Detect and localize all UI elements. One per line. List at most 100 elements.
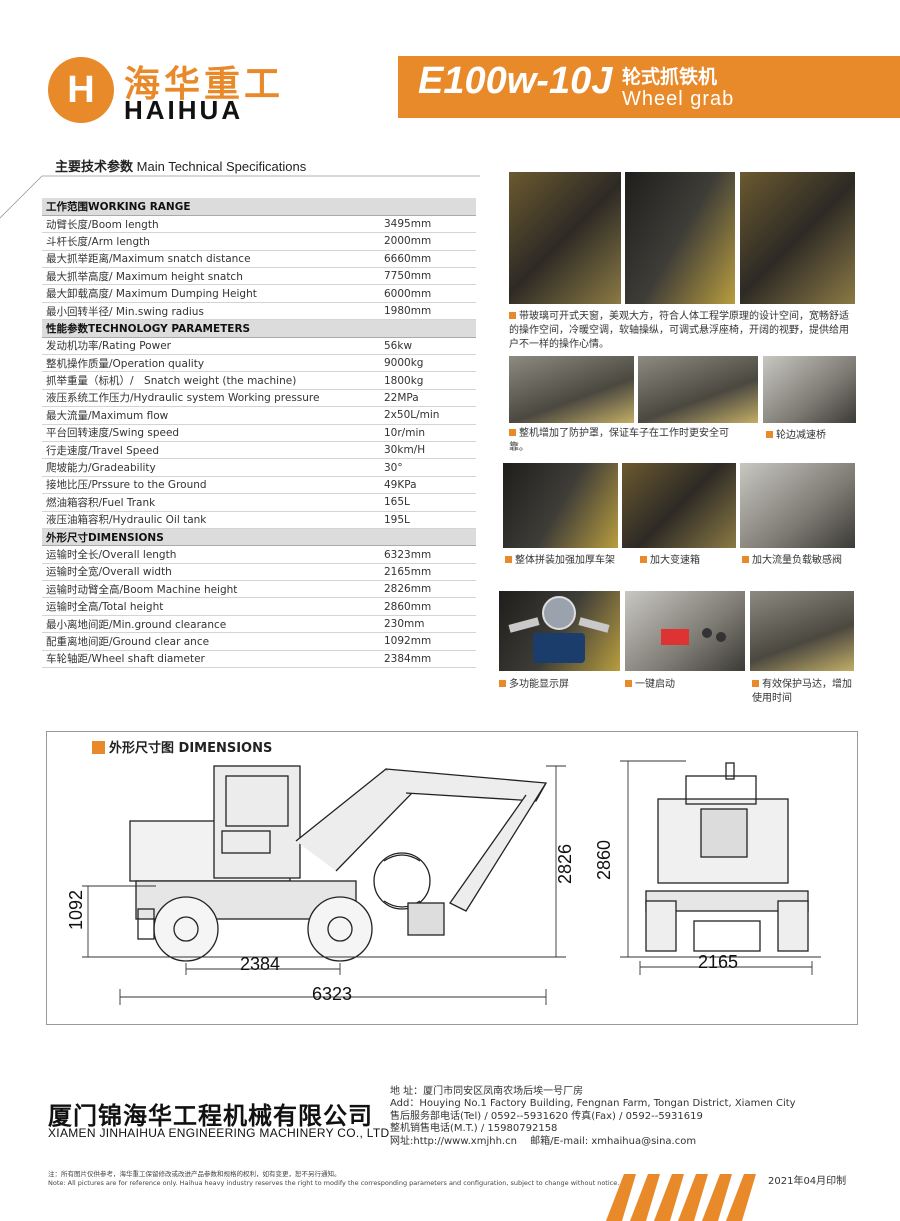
spec-row: 液压系统工作压力/Hydraulic system Working pressu… [42, 389, 476, 408]
spec-label: 动臂长度/Boom length [42, 215, 380, 234]
spec-value: 6660mm [380, 250, 476, 269]
cab-photo-roof [740, 172, 855, 304]
brand-logo: H 海华重工 HAIHUA [48, 55, 308, 125]
logo-letter: H [67, 69, 95, 111]
spec-label: 燃油箱容积/Fuel Trank [42, 493, 380, 512]
front-view-dims [620, 760, 821, 975]
dimension-drawing [82, 760, 821, 1005]
caption-guard: 整机增加了防护罩，保证车子在工作时更安全可靠。 [509, 427, 744, 455]
spec-section-header: 工作范围WORKING RANGE [42, 198, 476, 216]
spec-label: 运输时全长/Overall length [42, 545, 380, 564]
spec-label: 爬坡能力/Gradeability [42, 458, 380, 477]
caption-frame: 整体拼装加强加厚车架 [505, 554, 615, 568]
bullet-icon [766, 431, 773, 438]
caption-start-text: 一键启动 [635, 679, 675, 690]
frame-photo [503, 463, 618, 548]
spec-label: 平台回转速度/Swing speed [42, 424, 380, 442]
website-email: 网址:http://www.xmjhh.cn 邮箱/E-mail: xmhaih… [390, 1135, 697, 1147]
caption-valve-text: 加大流量负载敏感阀 [752, 555, 842, 566]
cab-photo-seat [625, 172, 735, 304]
display-photo [499, 591, 620, 671]
spec-value: 30km/H [380, 441, 476, 460]
spec-label: 斗杆长度/Arm length [42, 232, 380, 251]
gauge-icon [508, 596, 610, 663]
note-cn: 注：所有图片仅供参考，海华重工保留修改或改进产品参数和规格的权利，如有变更，恕不… [48, 1170, 341, 1178]
company-contact: 地 址：厦门市同安区凤南农场后埃一号厂房 Add：Houying No.1 Fa… [390, 1086, 796, 1148]
dim-label-2860: 2860 [594, 839, 614, 880]
spec-value: 56kw [380, 337, 476, 356]
cab-photo-window [509, 172, 621, 304]
guard-photo-2 [638, 356, 758, 423]
spec-value: 22MPa [380, 389, 476, 408]
spec-value: 49KPa [380, 476, 476, 495]
caption-motor-text: 有效保护马达，增加使用时间 [752, 679, 852, 704]
spec-value: 10r/min [380, 424, 476, 442]
motor-photo [750, 591, 854, 671]
model-code: E100w-10J [418, 60, 613, 102]
sales-phone: 整机销售电话(M.T.) / 15980792158 [390, 1123, 558, 1135]
spec-section-title: 工作范围WORKING RANGE [42, 198, 476, 216]
bullet-icon [505, 556, 512, 563]
bullet-icon [742, 556, 749, 563]
model-name-en: Wheel grab [622, 88, 735, 110]
caption-frame-text: 整体拼装加强加厚车架 [515, 555, 615, 566]
spec-label: 运输时全高/Total height [42, 597, 380, 616]
print-date: 2021年04月印制 [768, 1176, 847, 1187]
caption-start: 一键启动 [625, 678, 675, 692]
bullet-icon [92, 741, 105, 754]
spec-title-en: Main Technical Specifications [136, 159, 307, 174]
start-button-icon [661, 628, 726, 645]
spec-value: 9000kg [380, 354, 476, 373]
spec-value: 1980mm [380, 302, 476, 321]
spec-label: 最大抓举高度/ Maximum height snatch [42, 267, 380, 286]
bullet-icon [509, 429, 516, 436]
valve-photo [740, 463, 855, 548]
service-phone: 售后服务部电话(Tel) / 0592--5931620 传真(Fax) / 0… [390, 1110, 703, 1122]
spec-label: 车轮轴距/Wheel shaft diameter [42, 650, 380, 669]
dimensions-box [46, 731, 858, 1025]
spec-value: 2384mm [380, 650, 476, 669]
spec-value: 3495mm [380, 215, 476, 234]
spec-label: 运输时动臂全高/Boom Machine height [42, 580, 380, 599]
spec-value: 2000mm [380, 232, 476, 251]
spec-label: 运输时全宽/Overall width [42, 563, 380, 582]
spec-value: 230mm [380, 615, 476, 634]
spec-label: 行走速度/Travel Speed [42, 441, 380, 460]
bullet-icon [499, 680, 506, 687]
spec-label: 接地比压/Prssure to the Ground [42, 476, 380, 495]
caption-valve: 加大流量负载敏感阀 [742, 554, 842, 568]
brand-name-cn: 海华重工 [124, 64, 285, 105]
dim-label-6323: 6323 [312, 984, 353, 1004]
model-banner [398, 56, 900, 118]
spec-label: 整机操作质量/Operation quality [42, 354, 380, 373]
spec-section-header: 性能参数TECHNOLOGY PARAMETERS [42, 319, 476, 338]
caption-axle: 轮边减速桥 [766, 429, 826, 443]
bullet-icon [640, 556, 647, 563]
decorative-stripes [606, 1174, 756, 1221]
spec-value: 1092mm [380, 632, 476, 651]
spec-label: 抓举重量（标机）/ Snatch weight (the machine) [42, 371, 380, 390]
spec-label: 配重离地间距/Ground clear ance [42, 632, 380, 651]
spec-value: 1800kg [380, 371, 476, 390]
bullet-icon [625, 680, 632, 687]
spec-title-cn: 主要技术参数 [55, 160, 134, 175]
spec-value: 2x50L/min [380, 406, 476, 425]
caption-guard-text: 整机增加了防护罩，保证车子在工作时更安全可靠。 [509, 428, 729, 453]
dim-label-2165: 2165 [698, 952, 739, 972]
caption-display: 多功能显示屏 [499, 678, 569, 692]
caption-display-text: 多功能显示屏 [509, 679, 569, 690]
spec-value: 6323mm [380, 545, 476, 564]
spec-value: 2860mm [380, 597, 476, 616]
gearbox-photo [622, 463, 736, 548]
